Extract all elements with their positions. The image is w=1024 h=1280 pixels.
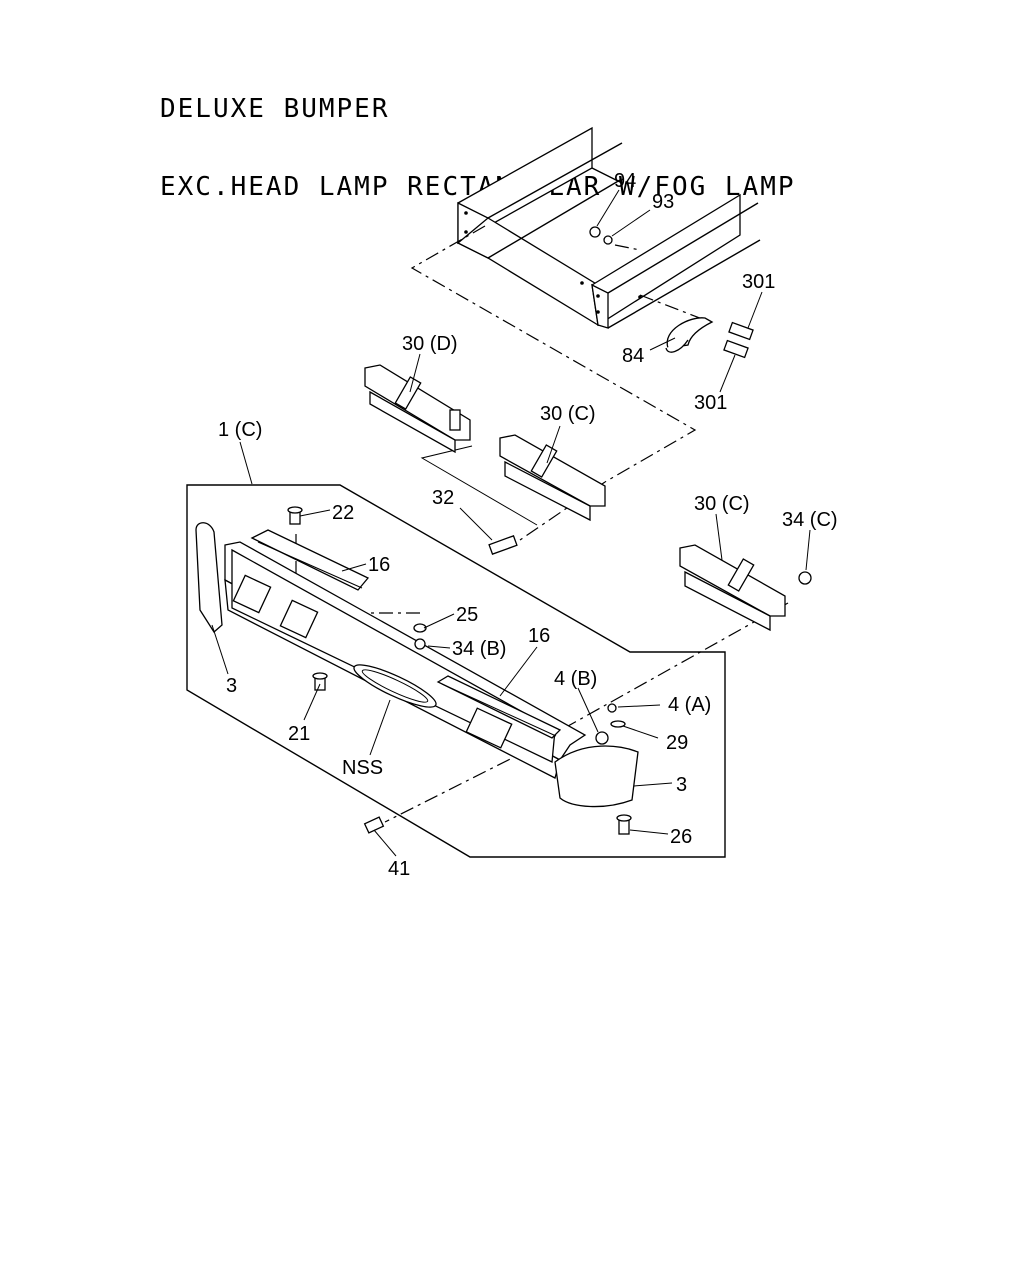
callout-nss: NSS: [342, 757, 383, 779]
callout-22: 22: [332, 502, 354, 524]
callout-16-left: 16: [368, 554, 390, 576]
callout-301-top: 301: [742, 271, 775, 293]
grille-strip-left: [250, 529, 370, 591]
callout-84: 84: [622, 345, 644, 367]
assembly-1c-boundary: [186, 484, 726, 858]
end-cap-right: [554, 745, 639, 808]
frame-rails: [456, 126, 761, 329]
nut-34c: [798, 571, 812, 585]
small-hardware: [287, 506, 632, 835]
callout-21: 21: [288, 723, 310, 745]
callout-30c-middle: 30 (C): [540, 403, 596, 425]
end-cap-left: [195, 522, 223, 633]
bumper-body: [224, 541, 587, 779]
frame-hardware: [589, 226, 754, 359]
grille-strip-right: [436, 675, 562, 739]
callout-94: 94: [614, 170, 636, 192]
callout-34b: 34 (B): [452, 638, 506, 660]
callout-30d: 30 (D): [402, 333, 458, 355]
callout-41: 41: [388, 858, 410, 880]
callout-3-right: 3: [676, 774, 687, 796]
bolt-32: [488, 535, 518, 555]
callout-301-bottom: 301: [694, 392, 727, 414]
callout-3-left: 3: [226, 675, 237, 697]
callout-pointers: [211, 189, 811, 857]
callout-1c: 1 (C): [218, 419, 262, 441]
callout-93: 93: [652, 191, 674, 213]
callout-16-right: 16: [528, 625, 550, 647]
callout-4a: 4 (A): [668, 694, 711, 716]
bracket-30d: [364, 364, 471, 454]
callout-32: 32: [432, 487, 454, 509]
title-line-1: DELUXE BUMPER: [160, 94, 390, 124]
bracket-30c-right: [679, 544, 786, 632]
callout-25: 25: [456, 604, 478, 626]
callout-26: 26: [670, 826, 692, 848]
callout-30c-right: 30 (C): [694, 493, 750, 515]
callout-4b: 4 (B): [554, 668, 597, 690]
callout-34c: 34 (C): [782, 509, 838, 531]
callout-labels: 94 93 301 84 301 30 (D) 30 (C) 1 (C) 32 …: [218, 170, 838, 880]
callout-29: 29: [666, 732, 688, 754]
